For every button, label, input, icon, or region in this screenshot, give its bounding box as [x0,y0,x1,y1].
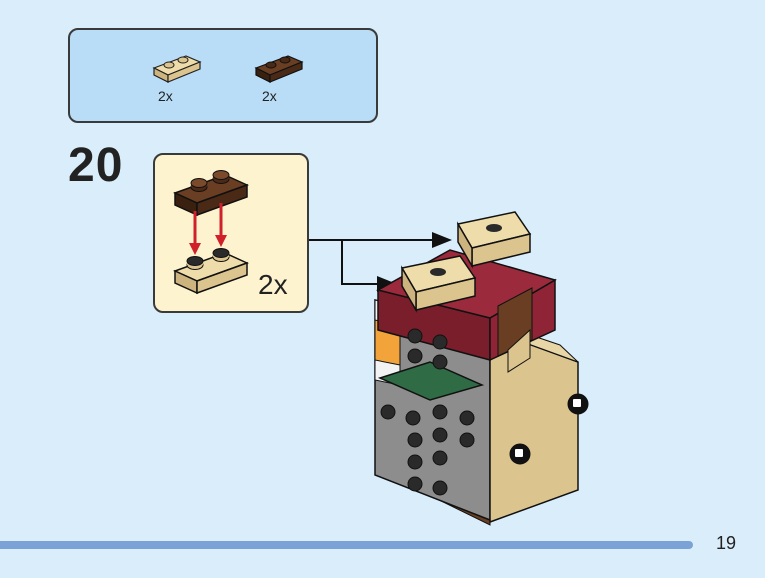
page-number: 19 [716,533,737,553]
part-tan-plate: 2x [146,48,216,108]
dark-brown-plate-icon [173,170,249,217]
dark-brown-plate-1x2-icon [254,55,304,83]
brickheadz-model-illustration [374,211,589,526]
subassembly-quantity: 2x [258,269,288,300]
subassembly-illustration [173,170,249,295]
part-quantity: 2x [158,88,173,104]
step-number: 20 [68,139,124,192]
footer-bar [0,541,693,549]
subassembly-box: 2x [153,153,309,313]
tan-plate-icon [173,248,249,295]
tan-plate-1x2-icon [152,55,202,83]
part-quantity: 2x [262,88,277,104]
placed-tan-plates [400,211,532,313]
part-dark-brown-plate: 2x [250,48,320,108]
parts-list-box: 2x 2x [68,28,378,123]
assembly-arrows [189,203,227,255]
